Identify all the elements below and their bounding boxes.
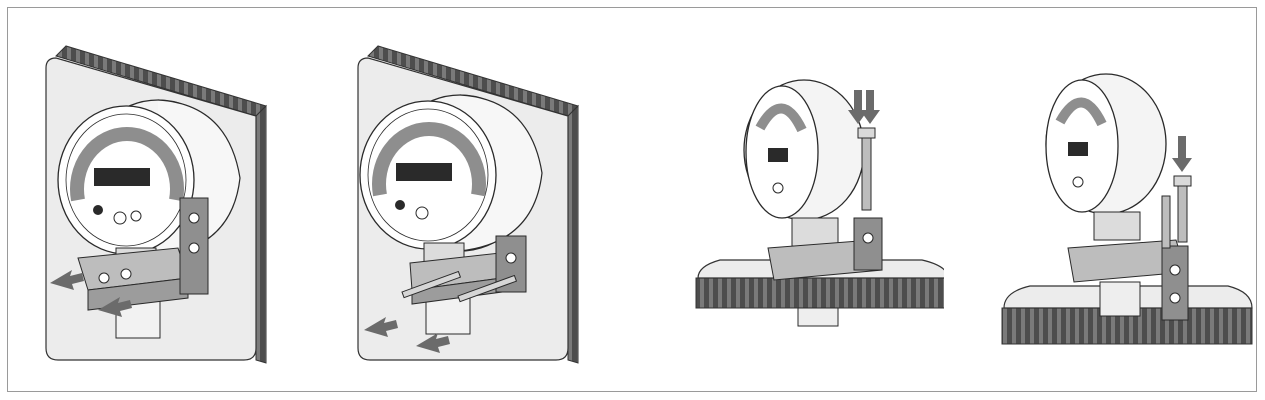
arrow-icon [848,90,880,124]
mounting-bracket-icon [767,217,883,281]
step-3-surface-bolt [632,8,944,393]
mounting-bracket-icon [1067,211,1189,321]
gauge-icon [57,99,241,257]
gauge-icon [359,94,543,252]
gauge-icon [743,79,865,221]
step-4-drawing [1001,73,1253,345]
arrow-icon [364,317,450,353]
step-1-wall-bracket [8,8,320,393]
bolt-icon [401,270,518,303]
arrow-icon [50,270,132,317]
gauge-icon [1045,73,1167,215]
mounting-bracket-icon [77,197,209,339]
step-2-wall-bolts [320,8,632,393]
bolt-icon [857,127,876,211]
step-1-drawing [45,45,267,364]
arrow-icon [1172,136,1192,172]
step-4-surface-bolts [944,8,1256,393]
illustration-frame [7,7,1257,392]
step-2-drawing [357,45,579,364]
bolt-icon [1161,175,1192,249]
step-3-drawing [695,79,944,327]
